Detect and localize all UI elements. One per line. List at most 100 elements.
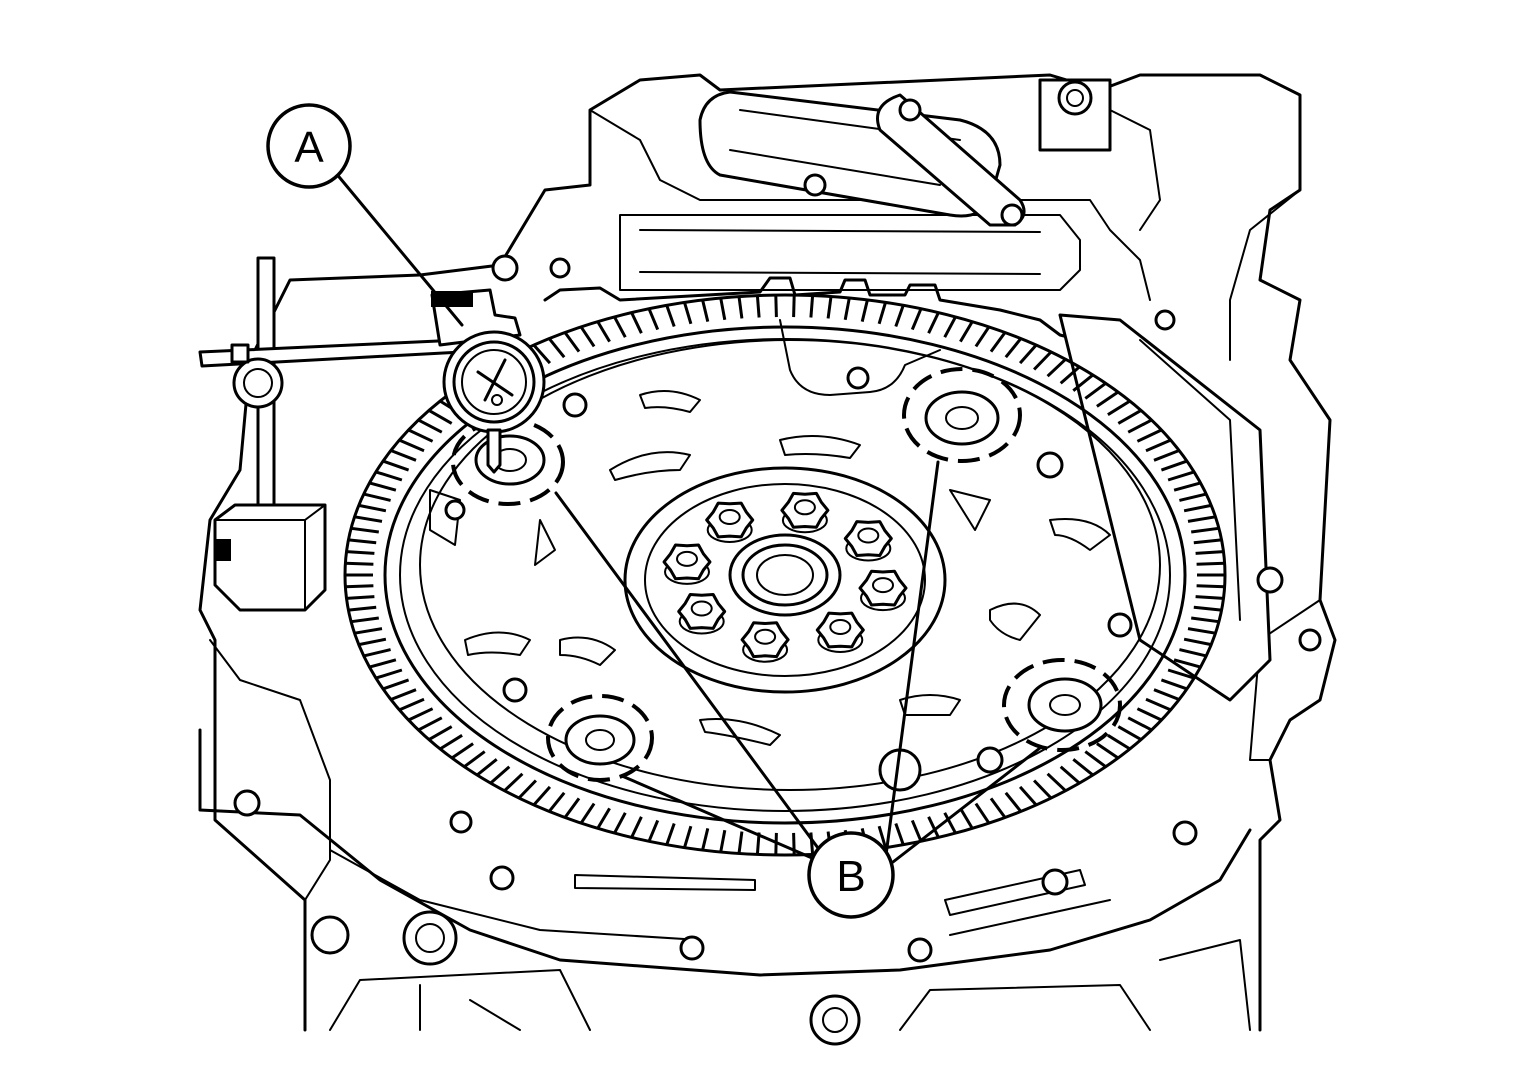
gear-tooth xyxy=(346,550,375,555)
gear-tooth xyxy=(363,648,391,658)
gear-tooth xyxy=(398,438,425,453)
gear-tooth xyxy=(1187,627,1216,635)
flexplate-rim xyxy=(399,338,1171,812)
gear-tooth xyxy=(428,725,453,741)
gear-tooth xyxy=(665,822,676,846)
gear-tooth xyxy=(579,802,596,824)
gear-tooth xyxy=(363,492,391,502)
gear-tooth xyxy=(843,297,851,321)
gear-tooth xyxy=(894,822,905,846)
dial-indicator-assembly xyxy=(198,256,546,612)
gear-tooth xyxy=(613,812,627,834)
gear-tooth xyxy=(826,296,833,319)
gear-tooth xyxy=(369,481,397,492)
gear-tooth xyxy=(1127,716,1153,732)
gear-tooth xyxy=(1153,449,1180,462)
crank-pilot-bore xyxy=(728,533,842,617)
gear-tooth xyxy=(894,304,905,328)
gear-tooth xyxy=(407,707,434,722)
gear-tooth xyxy=(1004,337,1022,359)
hub-bolt xyxy=(740,621,790,663)
gear-tooth xyxy=(737,296,744,319)
gear-tooth xyxy=(1096,390,1119,408)
gear-tooth xyxy=(407,428,434,443)
bolt-location-lower-right xyxy=(1002,658,1122,752)
gear-tooth xyxy=(630,816,643,839)
flywheel xyxy=(343,293,1227,857)
gear-tooth xyxy=(439,734,463,751)
gear-tooth xyxy=(1107,399,1131,416)
gear-tooth xyxy=(369,658,397,669)
gear-tooth xyxy=(1173,481,1201,492)
leader-lines xyxy=(333,170,1042,864)
gear-tooth xyxy=(1018,785,1038,806)
gear-tooth xyxy=(792,295,796,318)
hub-bolt xyxy=(815,611,865,653)
gear-tooth xyxy=(1059,365,1081,385)
hub-outer xyxy=(623,466,947,694)
gear-tooth xyxy=(809,295,815,318)
gear-tooth xyxy=(1195,595,1224,600)
gear-tooth xyxy=(809,832,815,855)
gear-tooth xyxy=(877,301,887,325)
gear-tooth xyxy=(351,526,379,534)
gear-tooth xyxy=(701,299,710,322)
gear-tooth xyxy=(910,819,923,842)
gear-tooth xyxy=(1033,779,1053,800)
gear-tooth xyxy=(1193,538,1222,545)
gear-tooth xyxy=(563,331,581,353)
gear-tooth xyxy=(1167,470,1195,482)
gear-tooth xyxy=(390,449,417,462)
gear-tooth xyxy=(1196,584,1225,589)
gear-tooth xyxy=(630,311,643,334)
gear-tooth xyxy=(548,337,566,359)
gear-tooth xyxy=(563,797,581,819)
gear-tooth xyxy=(596,320,611,343)
gear-tooth xyxy=(1033,350,1053,371)
bolt-location-upper-left xyxy=(451,418,565,506)
gear-tooth xyxy=(1136,707,1163,722)
gear-tooth xyxy=(503,772,524,792)
gear-tooth xyxy=(974,802,991,824)
gear-tooth xyxy=(755,295,761,318)
hub-bolts xyxy=(662,491,908,663)
gear-tooth xyxy=(1117,409,1142,425)
leader-line-b-4 xyxy=(620,774,814,860)
gear-tooth xyxy=(1117,725,1142,741)
bolt-location-upper-right xyxy=(902,367,1022,463)
ring-gear-inner xyxy=(383,325,1187,825)
gear-tooth xyxy=(1183,637,1212,647)
gear-tooth xyxy=(1059,765,1081,785)
gear-tooth xyxy=(647,819,660,842)
gear-tooth xyxy=(451,742,474,760)
gear-tooth xyxy=(354,627,383,635)
leader-line-a xyxy=(333,170,464,327)
hub-bolt xyxy=(780,491,830,534)
lower-housing xyxy=(198,728,1252,1046)
gear-tooth xyxy=(877,825,887,849)
gear-tooth xyxy=(1096,742,1119,760)
gear-tooth xyxy=(375,470,403,482)
gear-tooth xyxy=(1136,428,1163,443)
callout-b-label: B xyxy=(836,852,865,901)
gear-tooth xyxy=(1191,526,1219,534)
gear-tooth xyxy=(860,299,869,322)
gear-tooth xyxy=(927,816,940,839)
hub-bolt xyxy=(677,593,727,635)
gear-tooth xyxy=(1153,688,1180,701)
gear-tooth xyxy=(1191,616,1219,624)
gear-tooth xyxy=(1127,418,1153,434)
gear-tooth xyxy=(1072,373,1094,392)
gear-tooth xyxy=(417,716,443,732)
gear-tooth xyxy=(428,409,453,425)
gear-tooth xyxy=(665,304,676,328)
dial-needle xyxy=(476,358,514,402)
callout-b: B xyxy=(807,831,895,919)
gear-tooth xyxy=(532,785,552,806)
gear-tooth xyxy=(1145,697,1172,712)
gear-tooth xyxy=(1145,438,1172,453)
gear-tooth xyxy=(1173,658,1201,669)
gear-tooth xyxy=(1160,678,1188,691)
